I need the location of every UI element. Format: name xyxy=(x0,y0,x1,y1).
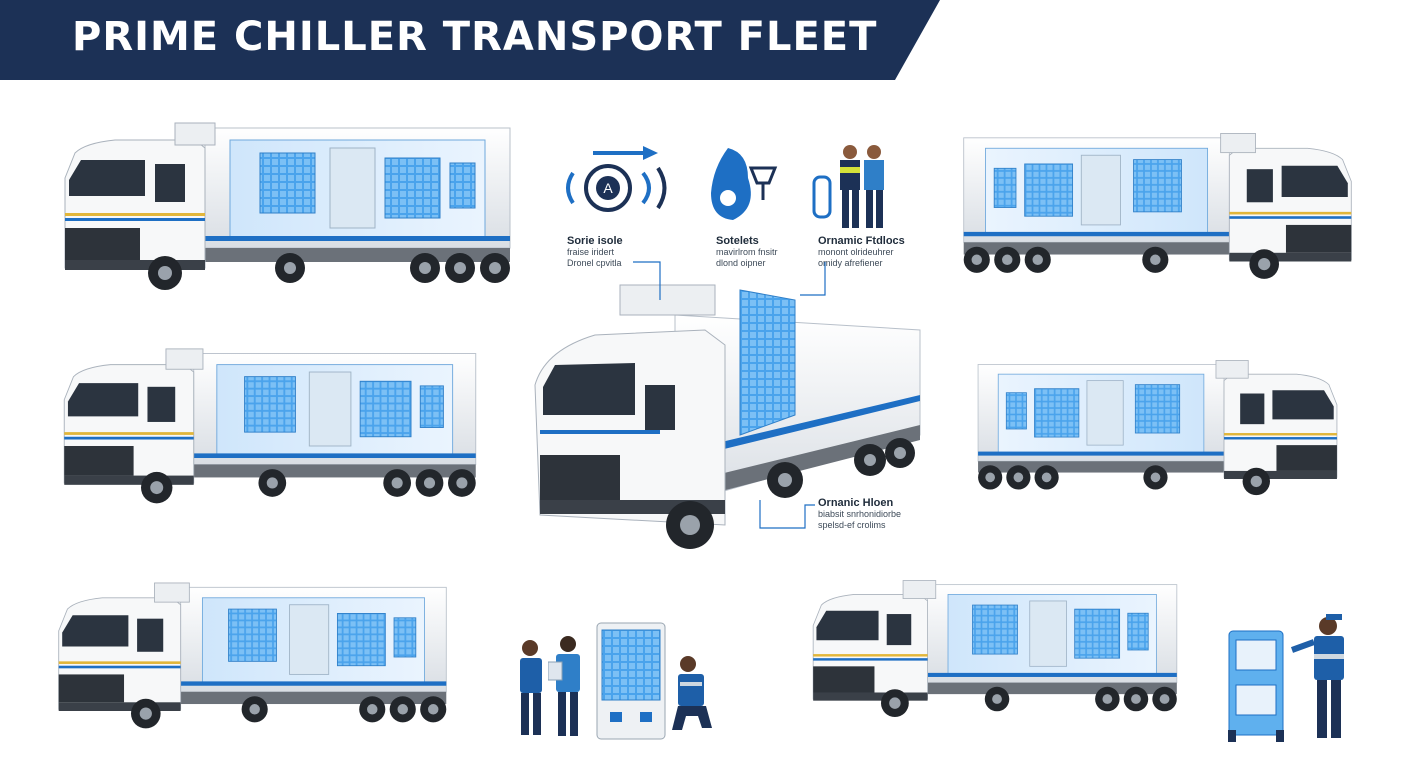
callout-fleet: Ornanic Hloen biabsit snrhonidiorbe spel… xyxy=(818,497,901,531)
staff-team-icon xyxy=(812,142,892,237)
chiller-unit-icon xyxy=(596,622,666,745)
technician-standing xyxy=(1290,614,1354,745)
svg-text:A: A xyxy=(603,180,613,196)
cooling-station-icon xyxy=(1228,630,1284,747)
technician-kneeling xyxy=(668,654,716,739)
header-banner: PRIME CHILLER TRANSPORT FLEET xyxy=(0,0,1408,80)
callout-title: Sorie isole xyxy=(567,235,623,247)
callout-line: fraise iridert xyxy=(567,247,615,257)
reefer-truck-center-featured xyxy=(525,275,925,560)
callout-title: Ornanic Hloen xyxy=(818,497,894,509)
technician-with-tablet xyxy=(547,634,588,743)
callout-title: Sotelets xyxy=(716,235,759,247)
page-title: PRIME CHILLER TRANSPORT FLEET xyxy=(72,14,878,60)
food-beverage-icon xyxy=(703,138,783,233)
callout-line: mavirlrom fnsitr xyxy=(716,247,778,257)
technician-female xyxy=(512,638,552,743)
callout-control: Sorie isole fraise iridert Dronel cpvitl… xyxy=(567,235,623,269)
callout-line: omidy afrefiener xyxy=(818,258,883,268)
callout-line: Dronel cpvitla xyxy=(567,258,622,268)
callout-line: biabsit snrhonidiorbe xyxy=(818,509,902,519)
callout-staff: Ornamic Ftdlocs monont olrideuhrer omidy… xyxy=(818,235,905,269)
callout-title: Ornamic Ftdlocs xyxy=(818,235,905,247)
steering-control-icon: A xyxy=(563,138,673,233)
callout-line: dlond oipner xyxy=(716,258,766,268)
callout-food: Sotelets mavirlrom fnsitr dlond oipner xyxy=(716,235,778,269)
callout-line: monont olrideuhrer xyxy=(818,247,894,257)
callout-line: spelsd-ef crolims xyxy=(818,520,886,530)
